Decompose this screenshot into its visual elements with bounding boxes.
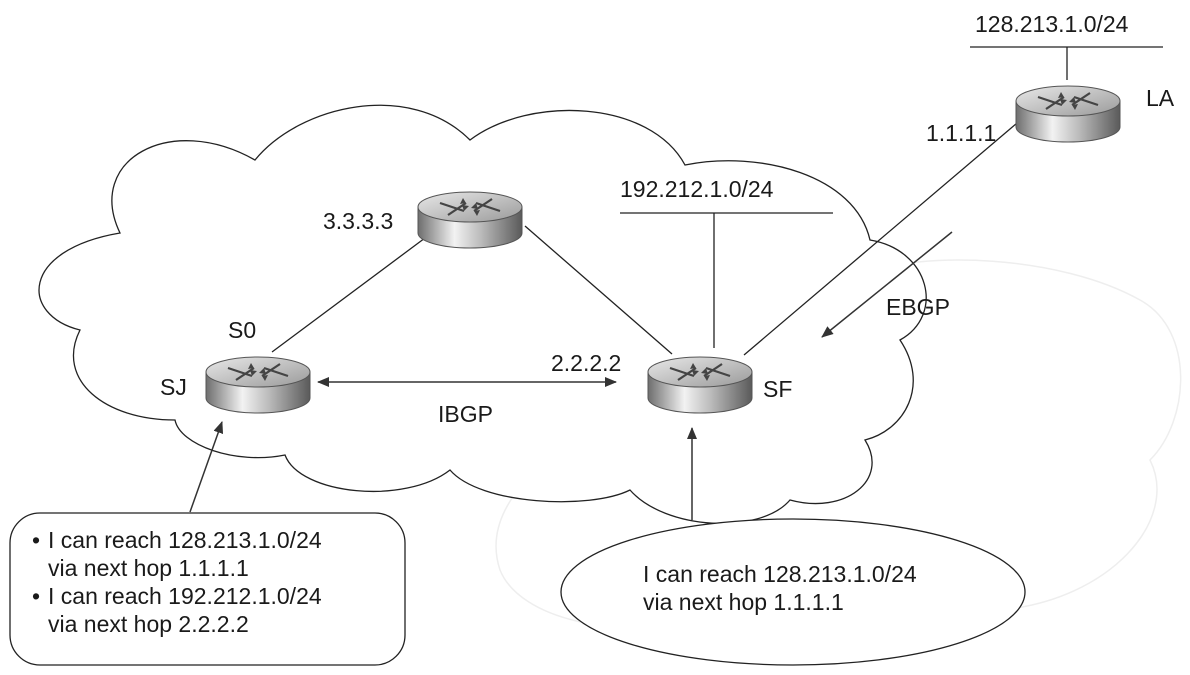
router-sf (646, 355, 754, 415)
la-network-label: 128.213.1.0/24 (975, 11, 1129, 37)
sf-router-name: SF (763, 376, 793, 402)
sf-callout-ellipse (560, 518, 1026, 666)
sj-callout-text: •I can reach 128.213.1.0/24 via next hop… (32, 526, 322, 638)
link-la-sf (743, 111, 1031, 356)
ibgp-label: IBGP (438, 401, 493, 427)
router-la (1014, 84, 1122, 144)
as-cloud (38, 104, 927, 525)
ebgp-label: EBGP (886, 294, 950, 320)
sj-callout-line-1: I can reach 128.213.1.0/24 (48, 527, 322, 553)
sj-callout-box (9, 512, 406, 666)
link-sj-top (271, 237, 426, 353)
link-top-sf (524, 225, 673, 355)
sf-callout-line-2: via next hop 1.1.1.1 (643, 589, 844, 615)
sj-callout-item: via next hop 2.2.2.2 (32, 610, 322, 638)
sf-callout-text: I can reach 128.213.1.0/24 via next hop … (643, 560, 917, 616)
sf-callout-line-1: I can reach 128.213.1.0/24 (643, 561, 917, 587)
sj-callout-line-3: I can reach 192.212.1.0/24 (48, 583, 322, 609)
sj-callout-item: via next hop 1.1.1.1 (32, 554, 322, 582)
la-router-ip: 1.1.1.1 (926, 120, 997, 146)
sj-interface-label: S0 (228, 317, 257, 343)
router-sj (204, 355, 312, 415)
sj-callout-arrow (189, 421, 224, 513)
ebgp-arrow (821, 231, 953, 338)
top-router-ip: 3.3.3.3 (323, 208, 394, 234)
sj-callout-item: •I can reach 128.213.1.0/24 (32, 527, 322, 553)
sf-network-label: 192.212.1.0/24 (620, 176, 774, 202)
sj-callout-line-4: via next hop 2.2.2.2 (48, 611, 249, 637)
sj-router-name: SJ (160, 374, 187, 400)
sj-callout-line-2: via next hop 1.1.1.1 (48, 555, 249, 581)
sj-callout-item: •I can reach 192.212.1.0/24 (32, 583, 322, 609)
la-router-name: LA (1146, 85, 1175, 111)
sf-router-ip: 2.2.2.2 (551, 350, 622, 376)
router-top (416, 190, 524, 250)
